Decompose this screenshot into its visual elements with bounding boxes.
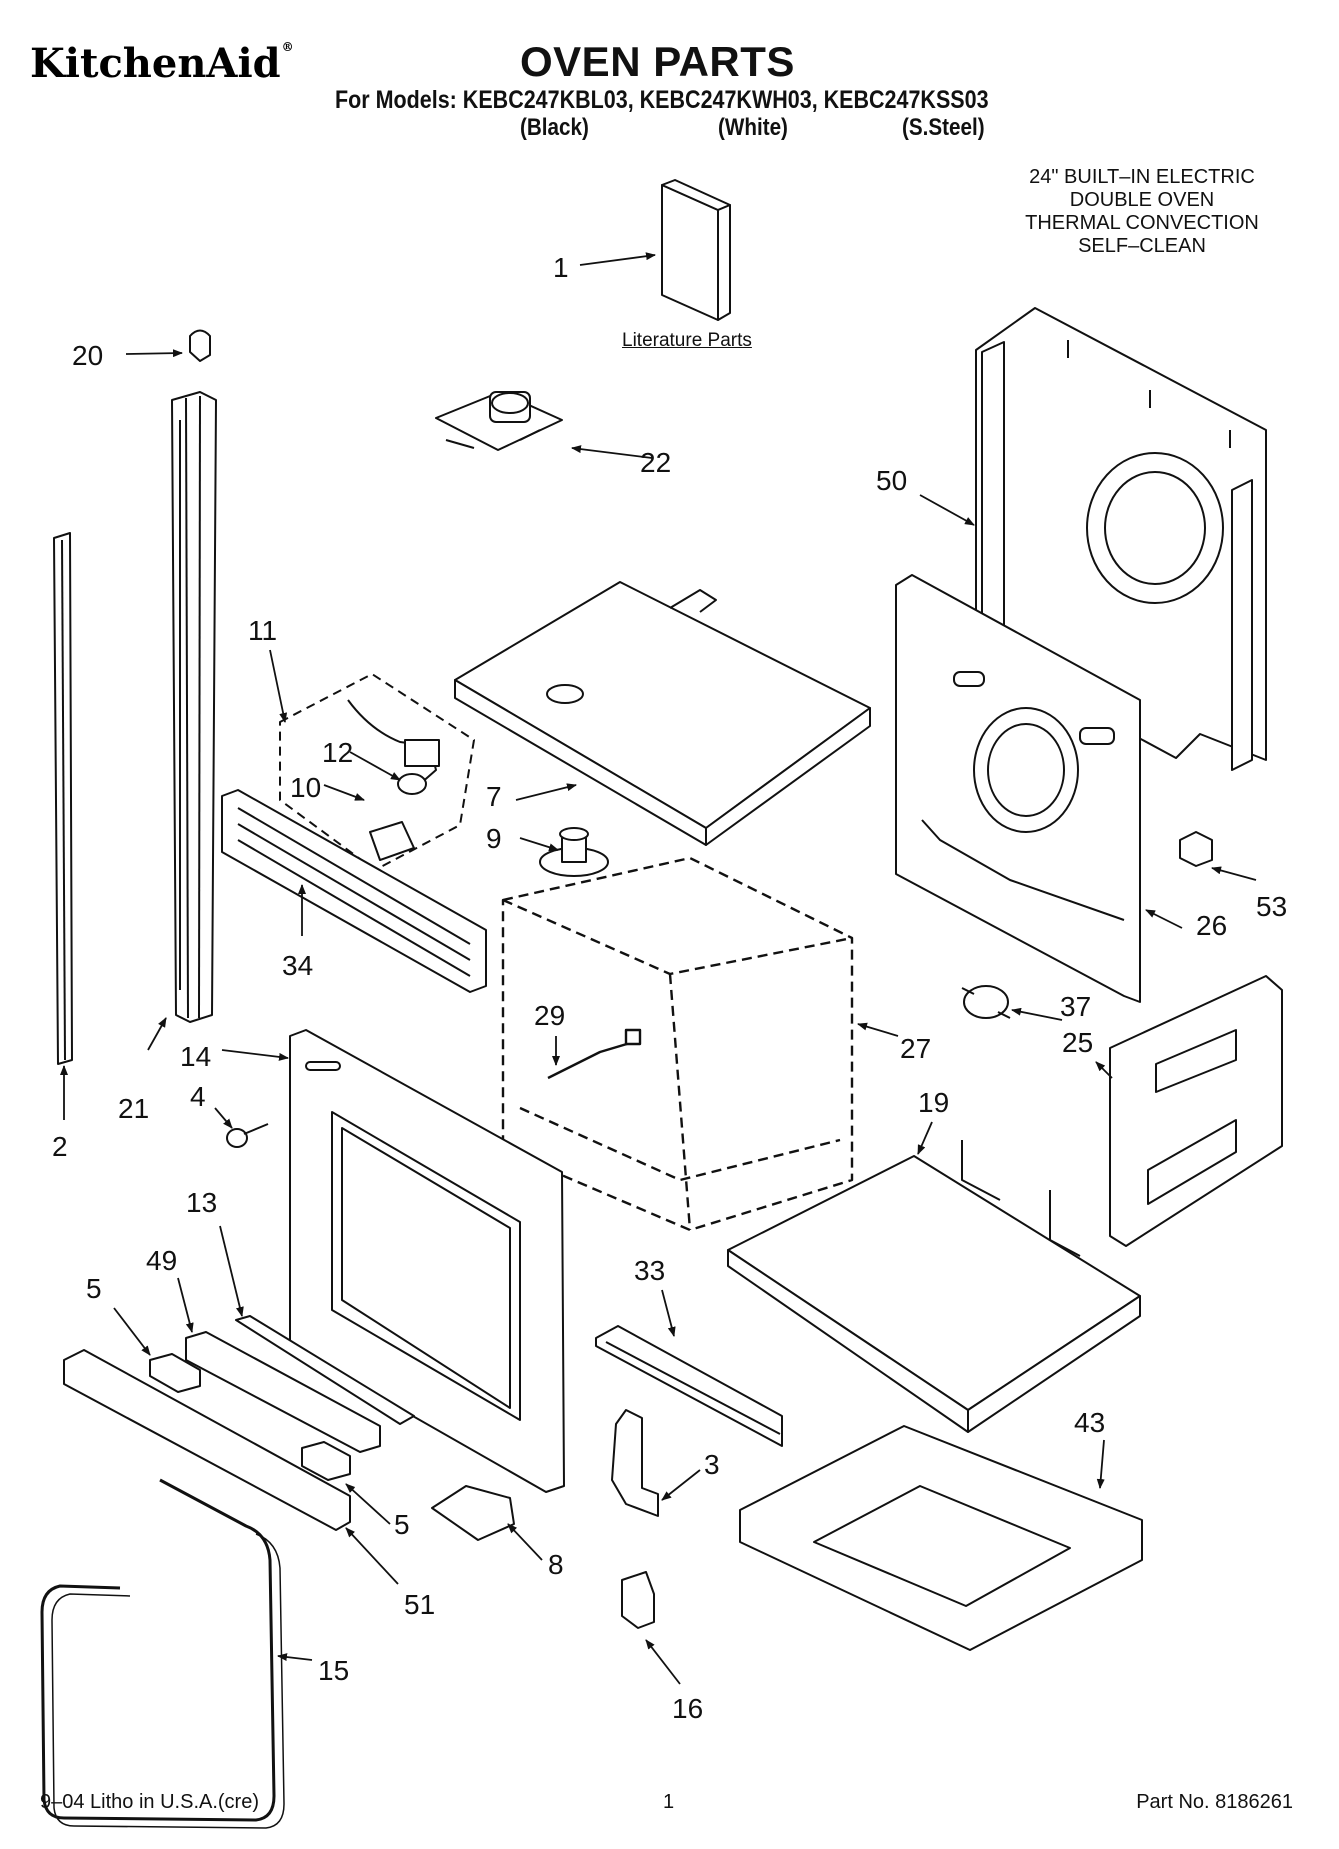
callout-label: 51 <box>404 1589 435 1620</box>
callout-label: 34 <box>282 950 313 981</box>
callout-label: 50 <box>876 465 907 496</box>
part-channel <box>595 1325 783 1447</box>
part-door-gasket <box>40 1478 276 1822</box>
part-vent-grille <box>221 789 487 993</box>
part-bracket <box>611 1409 659 1517</box>
callout-label: 21 <box>118 1093 149 1124</box>
part-bottom-pan <box>739 1425 1143 1651</box>
part-end-cap <box>189 329 211 362</box>
callout-label: 15 <box>318 1655 349 1686</box>
callout-label: 43 <box>1074 1407 1105 1438</box>
variant-black: (Black) <box>520 114 589 141</box>
callout-label: 16 <box>672 1693 703 1724</box>
callout-label: 53 <box>1256 891 1287 922</box>
callout-label: 22 <box>640 447 671 478</box>
callout-label: 9 <box>486 823 502 854</box>
part-clip <box>1179 831 1213 867</box>
brand-logo: KitchenAid® <box>30 40 294 87</box>
part-small-bracket <box>621 1571 655 1629</box>
registered-mark: ® <box>281 40 294 54</box>
callout-label: 26 <box>1196 910 1227 941</box>
description-line: THERMAL CONVECTION <box>1025 212 1259 234</box>
part-light-assembly <box>279 673 475 871</box>
page-number: 1 <box>663 1791 675 1813</box>
callout-label: 12 <box>322 737 353 768</box>
callout-label: 5 <box>86 1273 102 1304</box>
callout-label: 27 <box>900 1033 931 1064</box>
callout-label: 11 <box>248 615 277 646</box>
callout-label: 10 <box>290 772 321 803</box>
callout-arrows <box>60 252 1257 1685</box>
variant-steel: (S.Steel) <box>902 114 985 141</box>
callout-label: 3 <box>704 1449 720 1480</box>
brand-name: KitchenAid <box>30 40 281 87</box>
part-oven-cavity <box>501 856 854 1232</box>
part-motor-assembly <box>435 391 563 451</box>
callout-label: 2 <box>52 1131 68 1162</box>
callout-label: 49 <box>146 1245 177 1276</box>
callout-label: 13 <box>186 1187 217 1218</box>
description-line: DOUBLE OVEN <box>1069 189 1215 211</box>
part-cavity-element <box>547 1028 642 1080</box>
callout-label: 4 <box>190 1081 206 1112</box>
callout-label: 8 <box>548 1549 564 1580</box>
callout-label: 1 <box>553 252 569 283</box>
part-fan-frame <box>895 574 1141 1003</box>
models-line: For Models: KEBC247KBL03, KEBC247KWH03, … <box>335 86 989 114</box>
part-screw <box>226 1123 269 1148</box>
litho-note: 9–04 Litho in U.S.A.(cre) <box>40 1791 259 1813</box>
product-description: 24" BUILT–IN ELECTRIC DOUBLE OVEN THERMA… <box>997 166 1287 258</box>
part-thermostat <box>539 827 609 877</box>
description-line: 24" BUILT–IN ELECTRIC <box>1029 166 1255 188</box>
callout-label: 19 <box>918 1087 949 1118</box>
callout-label: 37 <box>1060 991 1091 1022</box>
callout-label: 29 <box>534 1000 565 1031</box>
part-side-trim <box>171 391 217 1023</box>
callout-label: 14 <box>180 1041 211 1072</box>
part-door-trim <box>63 1349 351 1531</box>
part-gasket-strip <box>235 1315 415 1425</box>
callout-label: 25 <box>1062 1027 1093 1058</box>
part-side-rod <box>53 532 73 1065</box>
callout-label: 5 <box>394 1509 410 1540</box>
part-bottom-shelf <box>727 1140 1141 1433</box>
callout-label: 7 <box>486 781 502 812</box>
callout-label: 20 <box>72 340 103 371</box>
part-door-vent <box>185 1331 381 1453</box>
literature-parts-label: Literature Parts <box>622 330 752 351</box>
part-top-panel <box>454 581 871 846</box>
part-spacer <box>149 1353 201 1393</box>
part-tab-bracket <box>431 1485 515 1541</box>
part-side-panel <box>1109 975 1283 1247</box>
callout-numbers: 1 20 22 50 11 12 10 7 9 34 26 53 37 25 2… <box>52 252 1287 1724</box>
callout-label: 33 <box>634 1255 665 1286</box>
variant-white: (White) <box>718 114 788 141</box>
page-title: OVEN PARTS <box>520 38 795 85</box>
part-number: Part No. 8186261 <box>1136 1791 1293 1813</box>
part-thermal-fuse <box>961 985 1011 1019</box>
part-spacer <box>301 1441 351 1481</box>
description-line: SELF–CLEAN <box>1078 235 1206 257</box>
part-literature-booklet <box>661 179 731 321</box>
